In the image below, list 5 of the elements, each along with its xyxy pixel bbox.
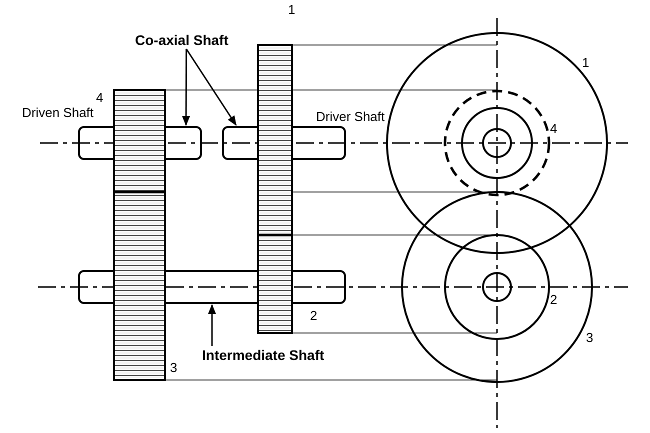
callout-label: Co-axial Shaft <box>135 32 228 48</box>
leader-arrow <box>208 304 216 346</box>
callout-label: Intermediate Shaft <box>202 347 324 363</box>
leader-arrow <box>186 48 237 126</box>
leader-arrow <box>182 49 190 126</box>
